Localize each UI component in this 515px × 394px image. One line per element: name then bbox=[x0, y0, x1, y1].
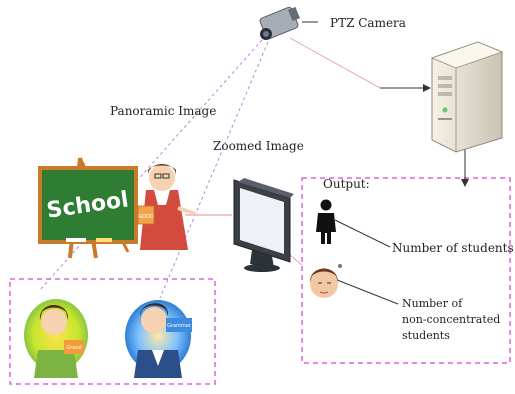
zoomed-image-label: Zoomed Image bbox=[213, 139, 304, 153]
panoramic-image-label: Panoramic Image bbox=[110, 104, 217, 118]
students-count-leader bbox=[334, 219, 391, 248]
zoomed-view-line bbox=[159, 41, 269, 299]
server-icon bbox=[430, 41, 504, 153]
non-concentrated-students-label: Number of non-concentrated students bbox=[402, 296, 515, 344]
output-dashed-box bbox=[301, 177, 511, 364]
student-girl-badge: Grand bbox=[66, 345, 81, 351]
output-label: Output: bbox=[323, 177, 370, 191]
students-dashed-box bbox=[9, 278, 216, 385]
student-girl-icon: Grand bbox=[24, 299, 88, 378]
monitor-to-output-line bbox=[289, 254, 303, 266]
blackboard-icon: School bbox=[38, 157, 138, 259]
non-concentrated-leader bbox=[331, 277, 399, 305]
panoramic-view-line bbox=[39, 39, 263, 291]
student-boy-badge: Grammar bbox=[167, 323, 192, 329]
teacher-badge: GOOD bbox=[138, 214, 154, 220]
non-concentrated-line-1: Number of bbox=[402, 297, 463, 310]
non-concentrated-line-3: students bbox=[402, 329, 450, 342]
ptz-camera-label: PTZ Camera bbox=[330, 16, 406, 30]
non-concentrated-line-2: non-concentrated bbox=[402, 313, 501, 326]
teacher-icon: GOOD bbox=[137, 164, 197, 250]
person-silhouette-icon bbox=[316, 199, 336, 244]
number-of-students-label: Number of students bbox=[392, 241, 514, 255]
camera-to-server-line bbox=[289, 37, 428, 89]
monitor-icon bbox=[233, 178, 294, 272]
student-boy-icon: Grammar bbox=[125, 300, 192, 378]
student-face-icon bbox=[310, 264, 342, 298]
ptz-camera-icon bbox=[259, 6, 300, 40]
